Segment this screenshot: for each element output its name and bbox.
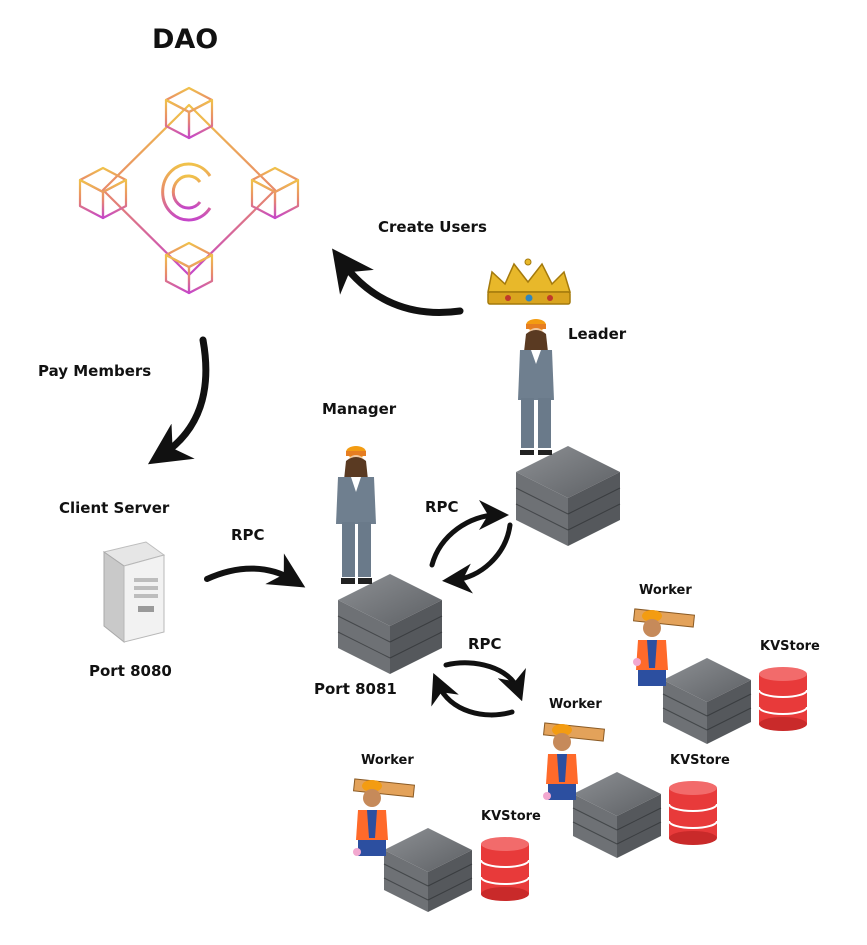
worker-1-person-icon: [632, 608, 696, 686]
create-users-arrow: [332, 248, 464, 316]
kvstore-1-database-icon: [758, 667, 808, 731]
arrows: [147, 248, 526, 718]
client-server-label: Client Server: [59, 499, 170, 517]
client-port-label: Port 8080: [89, 662, 172, 680]
rpc-manager-workers-arrow-right: [443, 660, 526, 702]
cube-left-icon: [78, 166, 128, 220]
worker-3-person-icon: [352, 778, 416, 856]
worker-2-label: Worker: [549, 697, 602, 712]
manager-port-label: Port 8081: [314, 680, 397, 698]
manager-server-icon: [337, 574, 443, 674]
manager-person-icon: [336, 446, 376, 584]
leader-person-icon: [518, 319, 554, 455]
client-server-tower-icon: [102, 541, 166, 644]
kvstore-2-database-icon: [668, 781, 718, 845]
dao-title: DAO: [152, 24, 219, 55]
rpc-manager-leader-label: RPC: [425, 498, 459, 516]
dao-blockchain-coin-icon: [78, 86, 300, 295]
rpc-client-manager-label: RPC: [231, 526, 265, 544]
rpc-manager-leader-arrow-up: [429, 500, 509, 568]
worker-1-label: Worker: [639, 583, 692, 598]
kvstore-3-label: KVStore: [481, 809, 541, 824]
manager-label: Manager: [322, 400, 397, 418]
kvstore-3-database-icon: [480, 837, 530, 901]
create-users-label: Create Users: [378, 218, 487, 236]
rpc-client-manager-arrow: [204, 553, 306, 588]
rpc-manager-workers-arrow-left: [431, 672, 515, 718]
rpc-manager-workers-label: RPC: [468, 635, 502, 653]
worker-3-server-icon: [383, 828, 473, 912]
crown-icon: [487, 258, 572, 305]
coin-symbol-icon: [161, 156, 212, 228]
worker-1-server-icon: [662, 658, 752, 744]
pay-members-arrow: [147, 336, 210, 465]
cube-top-icon: [164, 86, 214, 140]
cube-right-icon: [250, 166, 300, 220]
cube-bottom-icon: [164, 241, 214, 295]
leader-label: Leader: [568, 325, 627, 343]
kvstore-1-label: KVStore: [760, 639, 820, 654]
worker-2-server-icon: [572, 772, 662, 858]
kvstore-2-label: KVStore: [670, 753, 730, 768]
worker-3-label: Worker: [361, 753, 414, 768]
rpc-manager-leader-arrow-down: [442, 522, 513, 594]
leader-server-icon: [515, 446, 621, 546]
pay-members-label: Pay Members: [38, 362, 152, 380]
worker-2-person-icon: [542, 722, 606, 800]
